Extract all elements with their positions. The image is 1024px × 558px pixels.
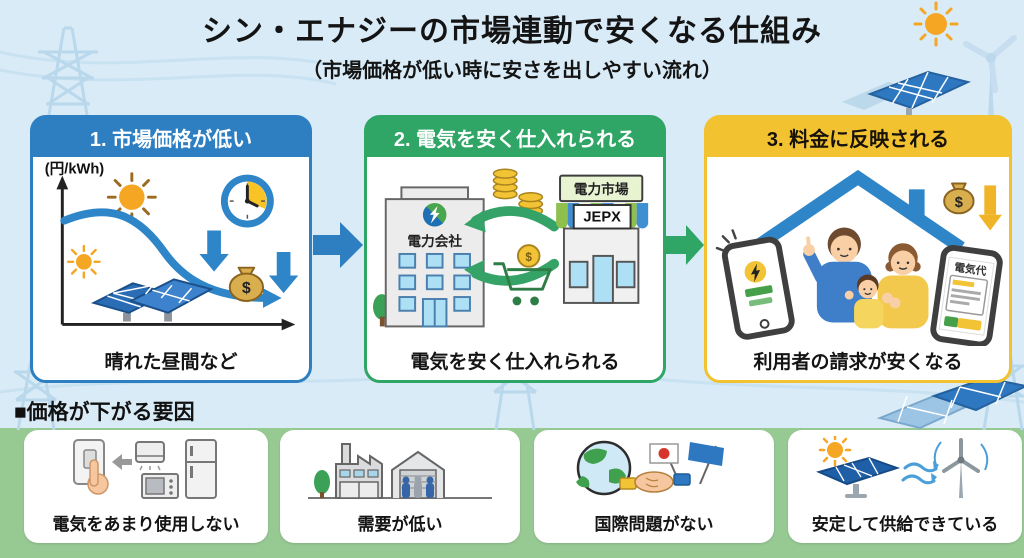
coins-icon xyxy=(492,168,544,217)
factor-label: 国際問題がない xyxy=(594,515,714,534)
wind-arrows-icon xyxy=(901,461,939,485)
factor-card-stable-supply: 安定して供給できている xyxy=(788,430,1022,543)
small-sun-icon xyxy=(66,244,101,279)
y-axis-label: (円/kWh) xyxy=(45,161,105,178)
dollar-sign: $ xyxy=(242,280,251,297)
step-panel-1: 1. 市場価格が低い (円/kWh) xyxy=(30,115,312,383)
chart-axes xyxy=(56,175,296,331)
sun-icon xyxy=(818,436,852,467)
house-roof-icon xyxy=(751,169,965,254)
power-market-shop-icon: 電力市場 xyxy=(556,174,649,304)
factor-label: 需要が低い xyxy=(357,515,443,534)
solar-panel-icon xyxy=(842,70,971,118)
blue-flag-icon xyxy=(688,442,724,485)
shopping-cart-icon: $ xyxy=(493,244,552,306)
page-subtitle: （市場価格が低い時に安さを出しやすい流れ） xyxy=(302,60,722,82)
factor-card-low-usage: 電気をあまり使用しない xyxy=(24,430,268,543)
clock-icon xyxy=(220,174,274,228)
step-1-caption: 晴れた昼間など xyxy=(104,352,238,373)
market-sign-label: 電力市場 xyxy=(574,181,629,197)
step-3-caption: 利用者の請求が安くなる xyxy=(753,352,963,373)
factor-card-low-demand: 需要が低い xyxy=(280,430,520,543)
dollar-sign: $ xyxy=(955,195,963,211)
app-phone-icon xyxy=(721,236,795,340)
power-company-building-icon: 電力会社 xyxy=(373,186,485,328)
money-bag-icon: $ xyxy=(943,182,975,215)
japan-flag-icon xyxy=(649,443,681,485)
step-2-caption: 電気を安く仕入れられる xyxy=(410,352,620,373)
wind-turbine-icon xyxy=(933,438,989,498)
flow-arrow-right-icon xyxy=(666,225,704,265)
factors-heading: ■価格が下がる要因 xyxy=(14,401,195,424)
low-demand-icon xyxy=(308,443,492,499)
bill-phone-icon: 電気代 xyxy=(930,244,1003,348)
solar-panel-icon xyxy=(90,278,214,322)
factor-label: 安定して供給できている xyxy=(811,515,999,534)
step-panel-3: 3. 料金に反映される xyxy=(704,115,1012,383)
workers-icon xyxy=(402,475,434,498)
price-curve xyxy=(60,208,282,308)
no-international-issues-icon xyxy=(576,440,724,496)
page-title: シン・エナジーの市場連動で安くなる仕組み xyxy=(202,15,822,48)
wind-turbine-icon xyxy=(963,35,1017,118)
solar-panel-icon xyxy=(876,376,1024,430)
price-down-arrows xyxy=(199,230,299,294)
solar-panel-icon xyxy=(815,456,901,498)
step-3-header: 3. 料金に反映される xyxy=(706,117,1010,157)
handshake-icon xyxy=(619,471,691,493)
wholesale-illustration: 電力会社 xyxy=(373,168,649,328)
low-usage-icon xyxy=(73,439,217,499)
factor-label: 電気をあまり使用しない xyxy=(52,515,240,534)
family-icon xyxy=(803,227,929,329)
dollar-sign: $ xyxy=(525,251,532,264)
cost-down-arrow-icon xyxy=(978,185,1002,231)
sun-icon xyxy=(913,1,959,47)
step-1-header: 1. 市場価格が低い xyxy=(32,117,310,157)
factor-card-no-international-issues: 国際問題がない xyxy=(534,430,774,543)
step-2-header: 2. 電気を安く仕入れられる xyxy=(366,117,664,157)
step-panel-2: 2. 電気を安く仕入れられる 電力会社 xyxy=(364,115,666,383)
stable-supply-icon xyxy=(815,436,989,498)
transmission-tower-icon xyxy=(38,26,98,133)
market-price-chart: (円/kWh) xyxy=(45,161,299,331)
globe-icon xyxy=(576,440,632,496)
money-bag-icon: $ xyxy=(228,266,265,302)
power-company-label: 電力会社 xyxy=(407,233,462,249)
market-name-label: JEPX xyxy=(583,210,621,226)
flow-arrow-right-icon xyxy=(313,222,363,268)
household-illustration: $ xyxy=(715,169,1003,348)
bill-label: 電気代 xyxy=(953,261,987,278)
